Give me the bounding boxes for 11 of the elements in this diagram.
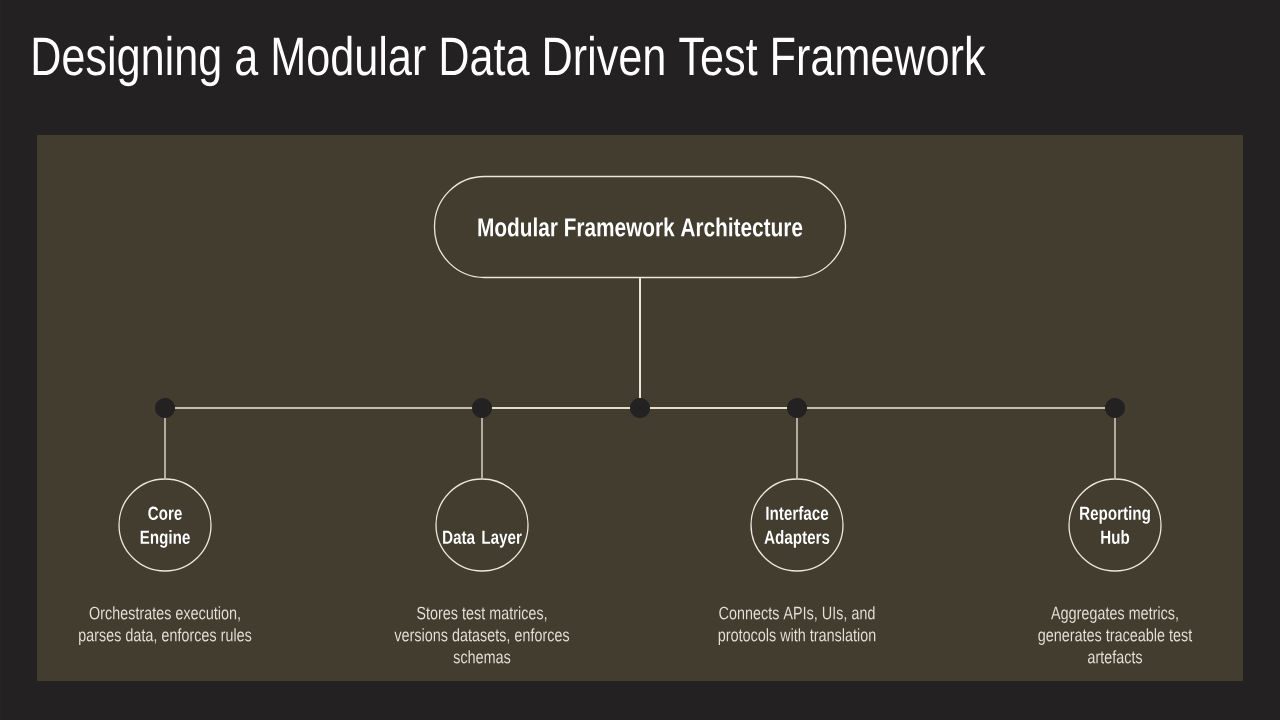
description-text: Orchestrates execution, parses data, enforces rules — [79, 606, 252, 645]
circle-node: Reporting Hub — [1068, 478, 1162, 572]
connector — [639, 277, 1116, 479]
circle-node: Interface Adapters — [750, 478, 844, 572]
title: Designing a Modular Data Driven Test Framework — [33, 35, 986, 87]
circle-node: Data Layer — [435, 478, 529, 572]
circle-node: Core Engine — [118, 478, 212, 572]
description-text: Connects APIs, UIs, and protocols with translation — [718, 606, 876, 645]
rounded-box: Modular Framework Architecture — [433, 175, 847, 279]
description-text: Aggregates metrics, generates traceable test artefacts — [1038, 606, 1193, 664]
description-text: Stores test matrices, versions datasets, enforces schemas — [394, 606, 570, 664]
